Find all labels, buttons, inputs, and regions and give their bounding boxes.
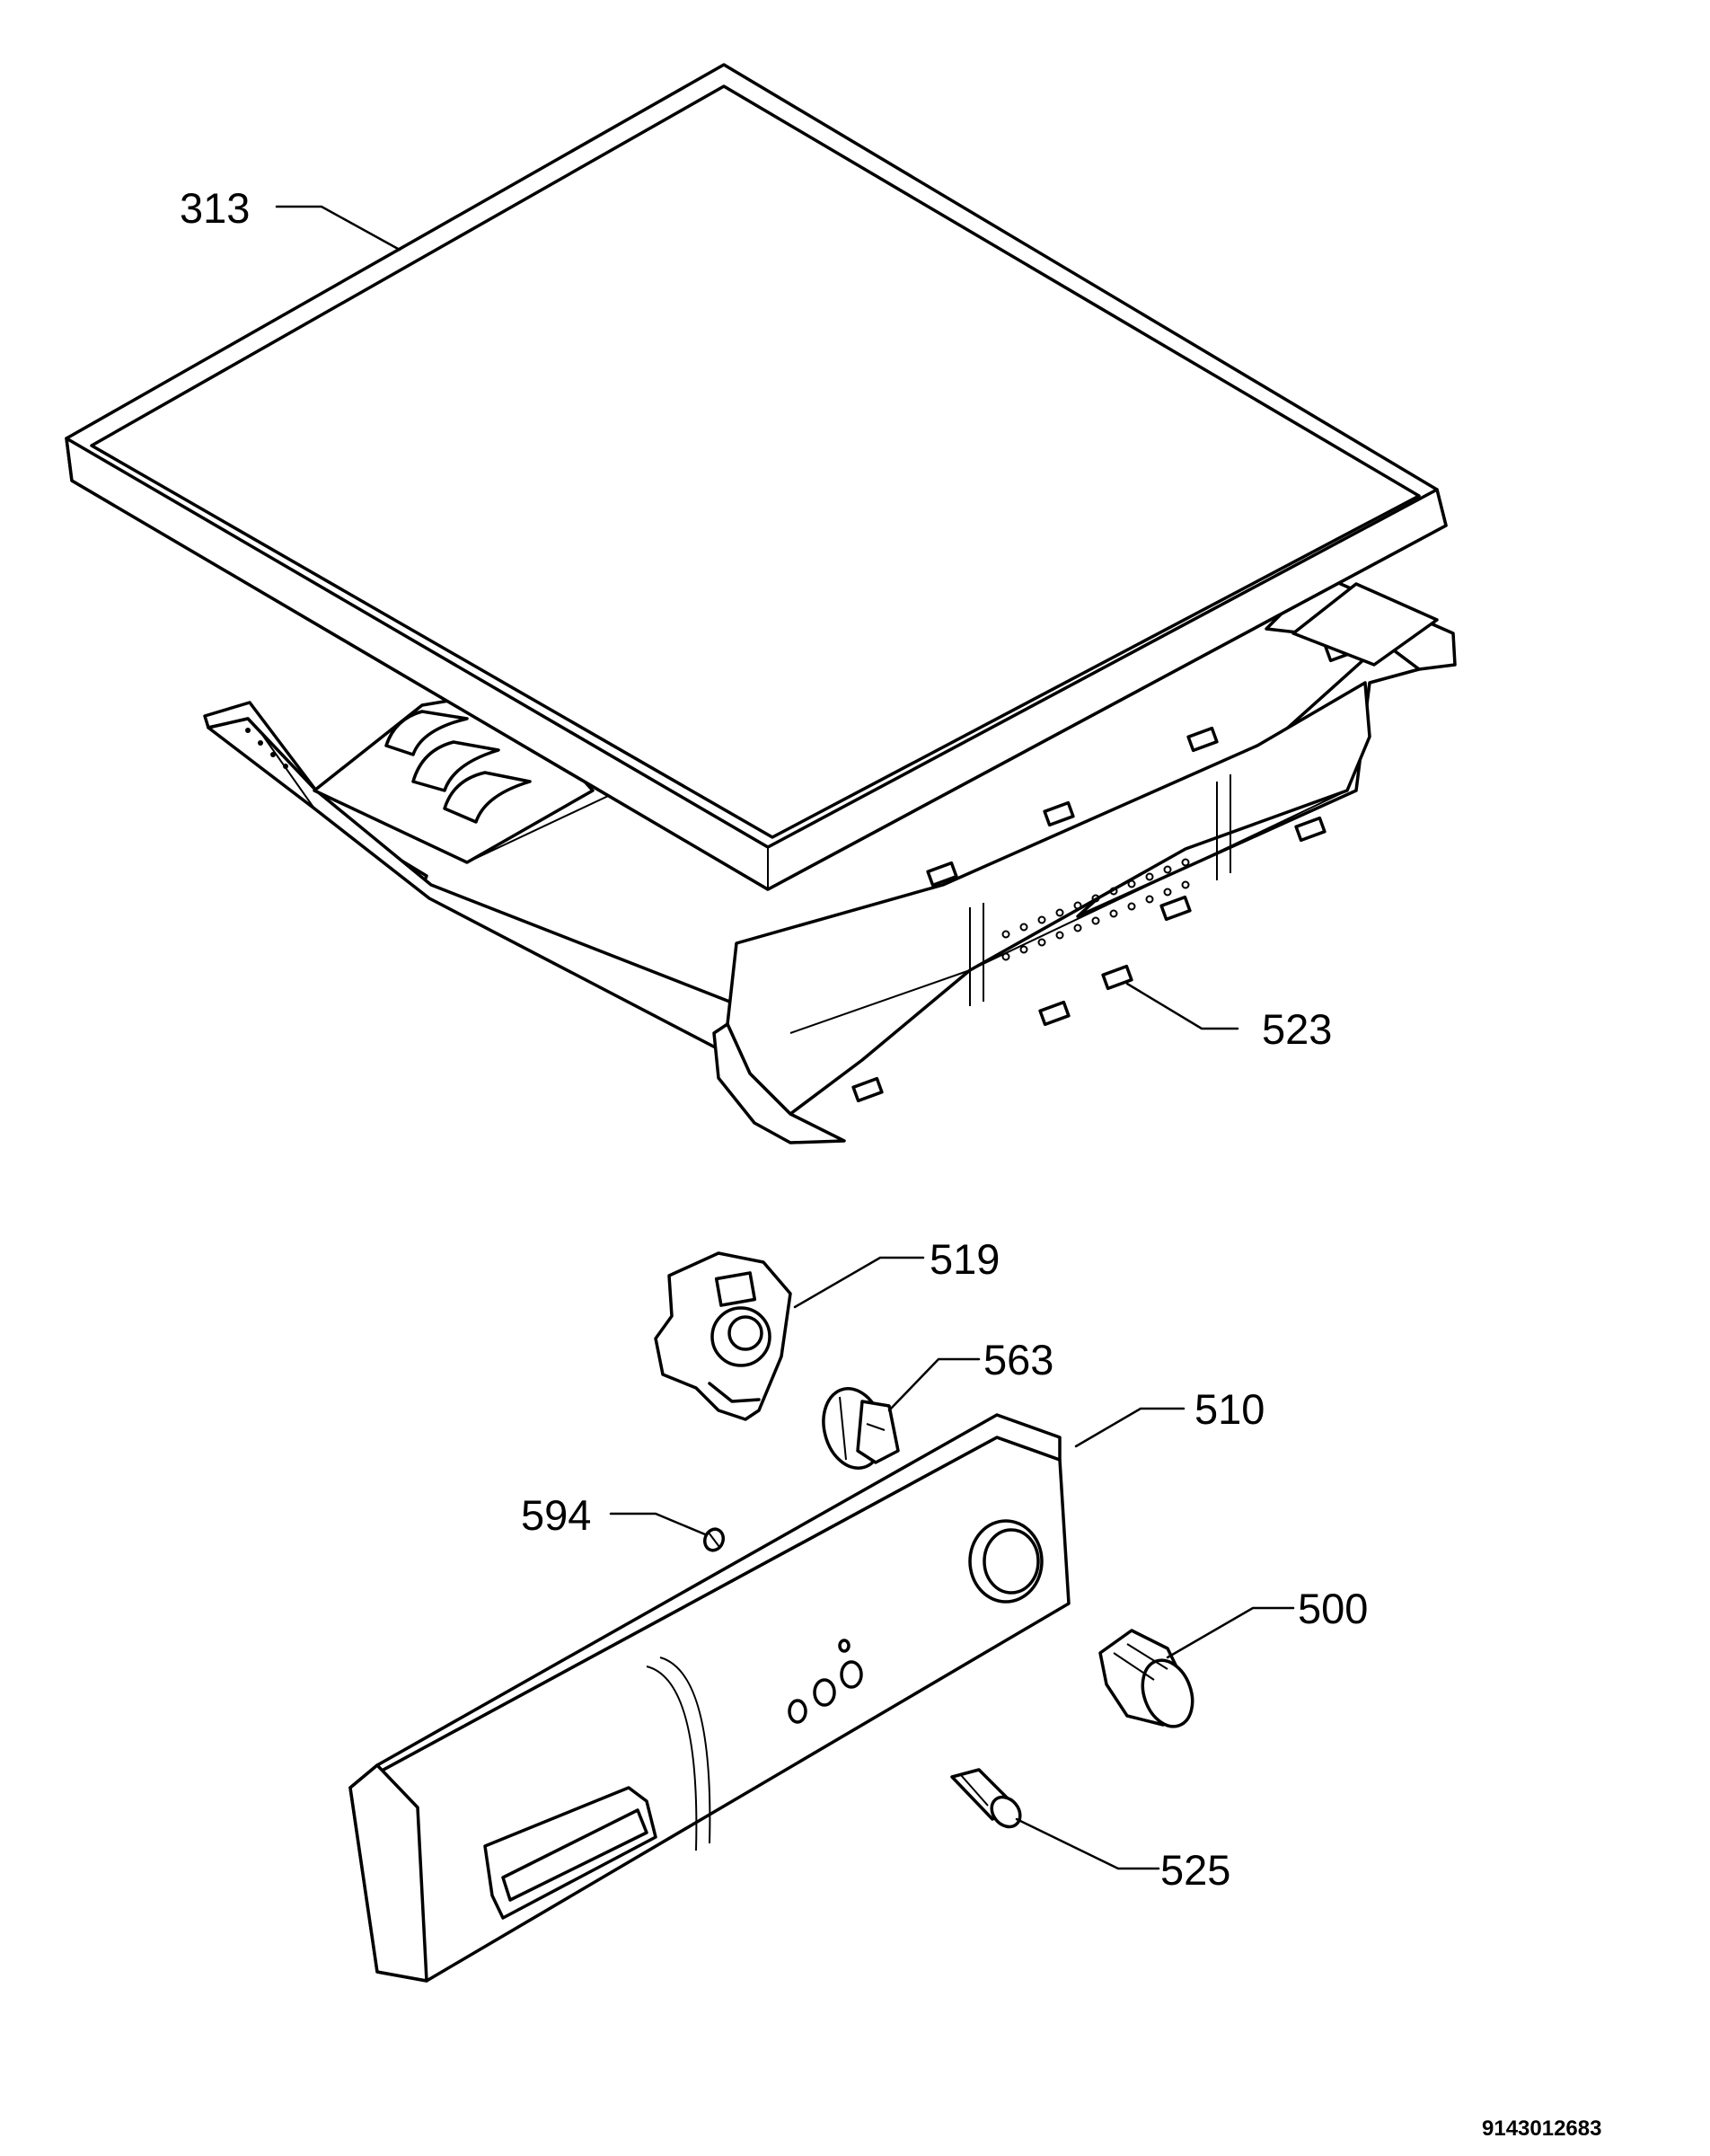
leader-523 bbox=[1125, 982, 1239, 1030]
part-313-top-lid bbox=[65, 63, 1448, 891]
callout-500: 500 bbox=[1298, 1585, 1368, 1632]
leader-519 bbox=[793, 1256, 925, 1309]
callout-313: 313 bbox=[180, 184, 250, 232]
callout-labels: 313 523 519 563 510 594 500 525 bbox=[180, 184, 1368, 1894]
callout-594: 594 bbox=[521, 1491, 591, 1539]
leader-lines bbox=[275, 205, 1295, 1870]
part-519-bracket bbox=[654, 1251, 792, 1421]
part-525-light-pipe bbox=[950, 1768, 1022, 1829]
part-594-clip bbox=[702, 1527, 726, 1552]
part-500-knob bbox=[1098, 1629, 1194, 1728]
part-510-control-panel bbox=[348, 1413, 1071, 1983]
callout-519: 519 bbox=[930, 1235, 1000, 1283]
leader-500 bbox=[1166, 1606, 1295, 1659]
callout-563: 563 bbox=[983, 1336, 1053, 1383]
leader-525 bbox=[1015, 1817, 1160, 1870]
leader-510 bbox=[1074, 1407, 1186, 1448]
callout-523: 523 bbox=[1262, 1005, 1332, 1053]
leader-594 bbox=[609, 1512, 707, 1536]
part-563-light-holder bbox=[822, 1387, 900, 1470]
document-number: 9143012683 bbox=[1482, 2116, 1601, 2141]
leader-563 bbox=[887, 1357, 981, 1412]
callout-510: 510 bbox=[1194, 1385, 1265, 1433]
vent-holes bbox=[1001, 858, 1190, 961]
part-523-frame bbox=[203, 573, 1457, 1144]
leader-313 bbox=[275, 205, 401, 252]
callout-525: 525 bbox=[1160, 1846, 1230, 1894]
